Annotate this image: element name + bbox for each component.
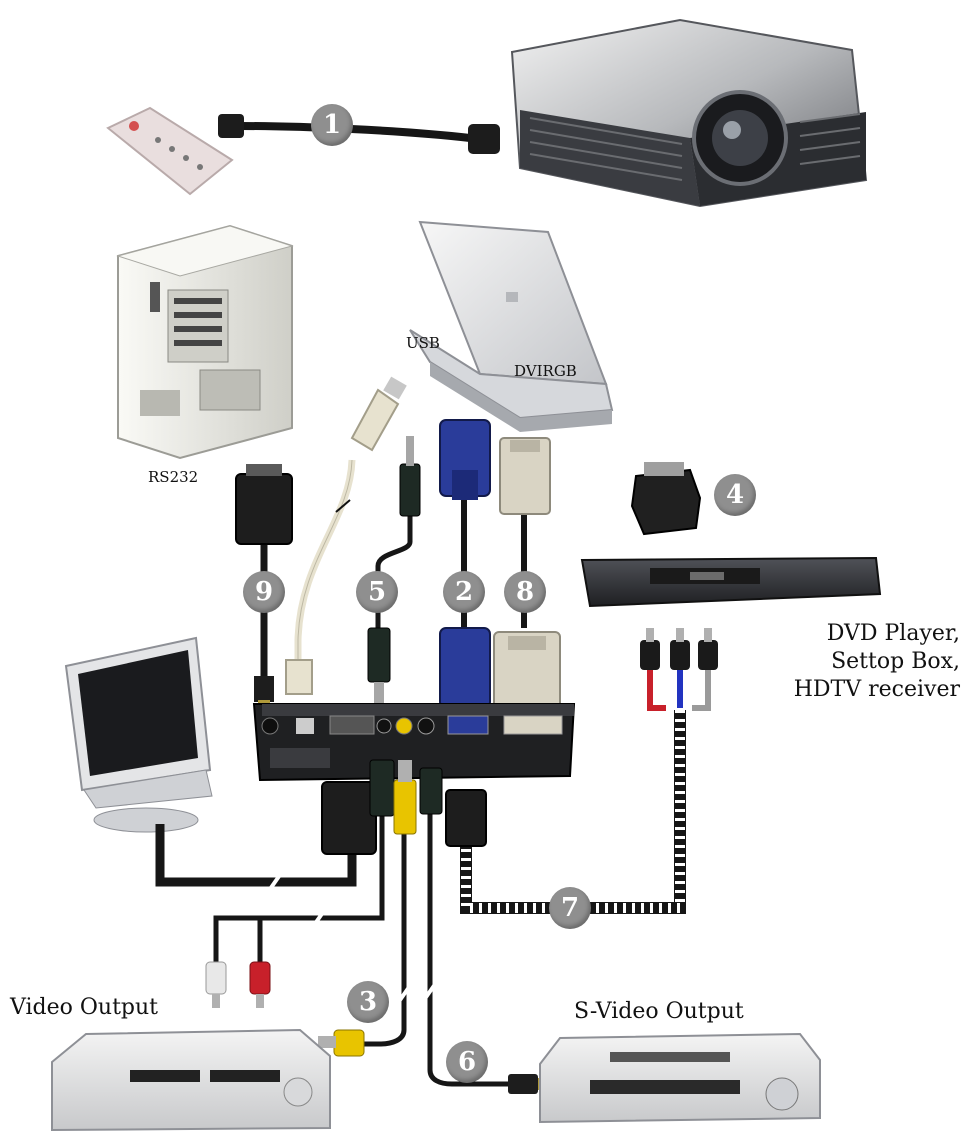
dvd-settop-box [582,558,880,606]
callout-1-power-cord: 1 [311,104,353,146]
dvd-label-group: DVD Player, Settop Box, HDTV receiver [760,620,960,704]
dvi-rgb-label: DVIRGB [514,362,577,381]
hdtv-receiver-label: HDTV receiver [760,676,960,704]
vcr-video-output [52,1030,330,1130]
callout-7-component-cable: 7 [549,887,591,929]
video-output-label: Video Output [10,994,158,1022]
rca-plug-gray [698,628,718,670]
rs232-label: RS232 [148,468,198,487]
callout-5-audio-cable: 5 [356,571,398,613]
callout-9-rs232-cable: 9 [243,571,285,613]
rca-plug-red [640,628,660,670]
laptop [410,222,612,432]
callout-8-dvi-cable: 8 [504,571,546,613]
connector-panel [254,704,574,780]
power-cord [218,114,500,154]
dvd-player-label: DVD Player, [760,620,960,648]
crt-monitor [66,638,212,832]
scart-adapter [632,462,700,534]
svideo-source-device [540,1034,820,1122]
callout-2-vga-cable: 2 [443,571,485,613]
svideo-output-label: S-Video Output [574,998,744,1026]
usb-label: USB [406,334,440,353]
pc-tower [118,226,292,458]
callout-3-composite-video: 3 [347,981,389,1023]
rca-plug-blue [670,628,690,670]
callout-4-scart-adapter: 4 [714,474,756,516]
projector [512,20,866,206]
rca-plug-red [250,962,270,1008]
power-strip [108,108,232,194]
callout-6-svideo-cable: 6 [446,1041,488,1083]
rca-plug-white [206,962,226,1008]
vga-cable [440,420,490,708]
settop-box-label: Settop Box, [760,648,960,676]
